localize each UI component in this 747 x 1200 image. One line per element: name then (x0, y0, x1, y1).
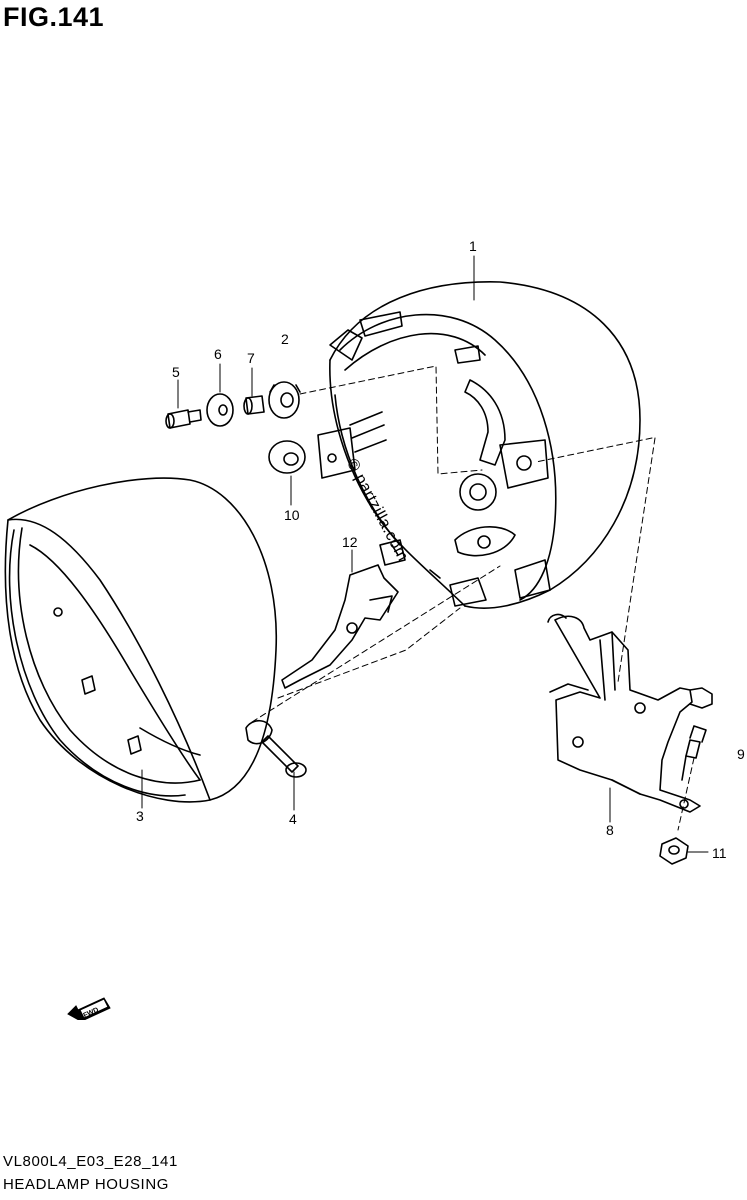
washer-6 (206, 393, 234, 427)
assembly-lines (251, 365, 695, 831)
figure-title: FIG.141 (3, 2, 105, 32)
callout-9: 9 (737, 746, 745, 762)
model-code: VL800L4_E03_E28_141 (3, 1153, 178, 1170)
leader-lines (141, 255, 709, 853)
cushion-10 (268, 440, 306, 474)
callout-1: 1 (469, 238, 477, 254)
grommet-2 (268, 381, 301, 419)
screw-4 (261, 735, 307, 778)
callout-12: 12 (342, 534, 358, 550)
collar-7 (243, 395, 265, 415)
mounting-bracket-8 (547, 613, 713, 813)
callout-5: 5 (172, 364, 180, 380)
bolt-9 (681, 725, 707, 781)
callout-8: 8 (606, 822, 614, 838)
figure-caption: HEADLAMP HOUSING (3, 1176, 170, 1193)
callout-4: 4 (289, 811, 297, 827)
bracket-12 (281, 564, 399, 689)
callout-7: 7 (247, 350, 255, 366)
bolt-5 (165, 409, 202, 429)
callout-11: 11 (712, 845, 727, 861)
callout-10: 10 (284, 507, 300, 523)
headlamp-rim (4, 477, 278, 803)
headlamp-housing-shell (317, 281, 641, 609)
callout-6: 6 (214, 346, 222, 362)
forward-arrow-icon: FWD (66, 980, 114, 1026)
nut-11 (659, 837, 689, 865)
callout-3: 3 (136, 808, 144, 824)
callout-2: 2 (281, 331, 289, 347)
